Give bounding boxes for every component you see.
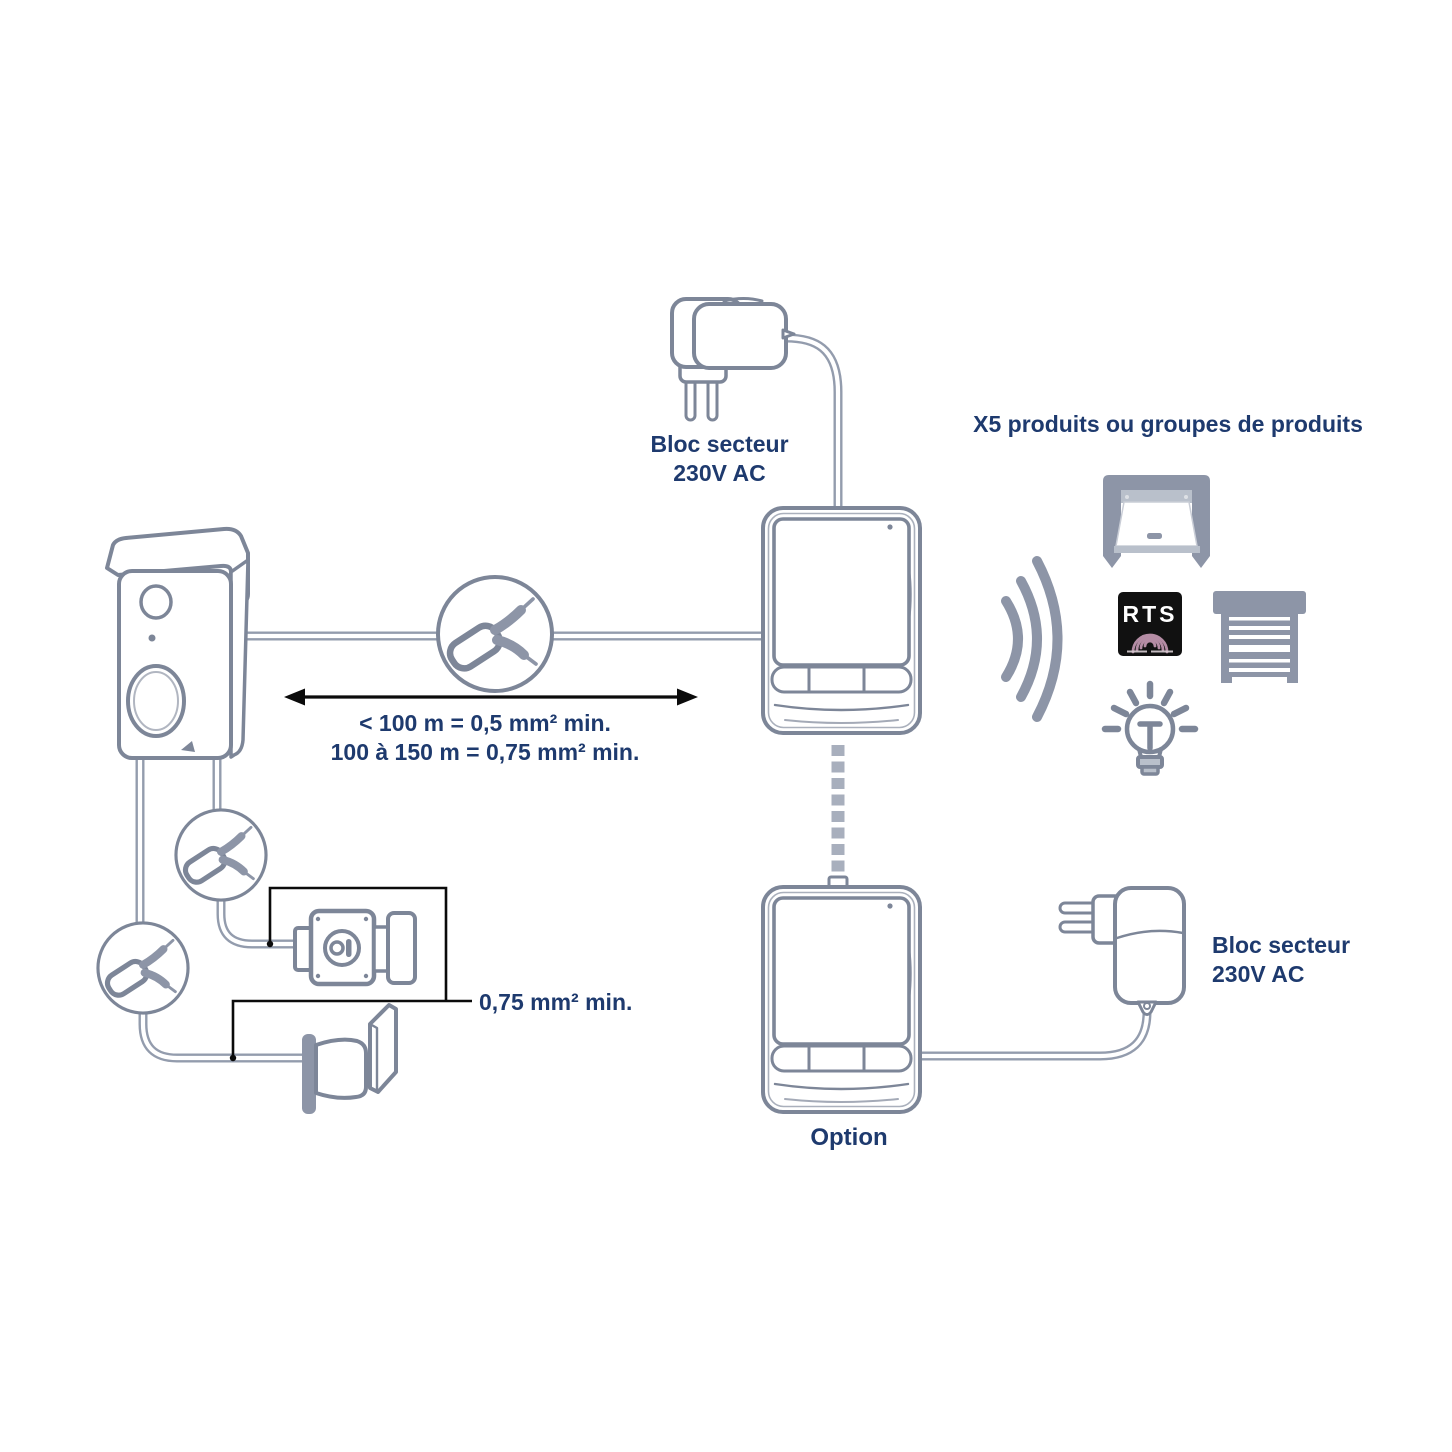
power-adapter-top-label-line1: Bloc secteur <box>650 431 789 457</box>
cable-distance-line1: < 100 m = 0,5 mm² min. <box>359 710 611 736</box>
light-bulb-icon <box>1101 680 1199 776</box>
rts-logo-icon: RTS <box>1118 592 1182 656</box>
power-adapter-top-icon <box>670 297 796 422</box>
power-adapter-right-label-line2: 230V AC <box>1212 961 1305 987</box>
power-adapter-right-icon <box>1058 886 1186 1016</box>
power-adapter-right-label: Bloc secteur 230V AC <box>1212 931 1350 989</box>
cable-splice-icon-2 <box>176 810 266 900</box>
distance-arrow <box>284 688 698 706</box>
option-label: Option <box>810 1124 888 1151</box>
cable-adapter-top-to-monitor <box>781 333 843 517</box>
power-adapter-right-label-line1: Bloc secteur <box>1212 932 1351 958</box>
radio-waves-icon <box>1001 556 1063 722</box>
cable-splice-icon-1 <box>438 577 552 691</box>
electric-strike-icon <box>302 1003 398 1114</box>
wire-spec-label: 0,75 mm² min. <box>479 989 633 1015</box>
cable-distance-label: < 100 m = 0,5 mm² min. 100 à 150 m = 0,7… <box>290 709 680 767</box>
indoor-monitor-option-icon <box>761 885 922 1114</box>
cable-option-monitor-to-adapter <box>913 1007 1152 1061</box>
video-door-station-icon <box>105 526 250 760</box>
power-adapter-top-label: Bloc secteur 230V AC <box>637 430 802 488</box>
electric-lock-icon <box>293 908 417 987</box>
wire-spec-bracket <box>229 886 472 1062</box>
garage-door-icon <box>1103 475 1210 568</box>
power-adapter-top-label-line2: 230V AC <box>673 460 766 486</box>
cable-doorstation-down-right <box>212 747 304 949</box>
roller-shutter-icon <box>1213 591 1306 683</box>
indoor-monitor-icon <box>761 506 922 735</box>
cable-distance-line2: 100 à 150 m = 0,75 mm² min. <box>330 739 640 765</box>
rts-logo-text: RTS <box>1123 601 1178 627</box>
cable-splice-icon-3 <box>98 923 188 1013</box>
products-title: X5 produits ou groupes de produits <box>973 411 1363 437</box>
cable-doorstation-down-left <box>135 747 310 1063</box>
